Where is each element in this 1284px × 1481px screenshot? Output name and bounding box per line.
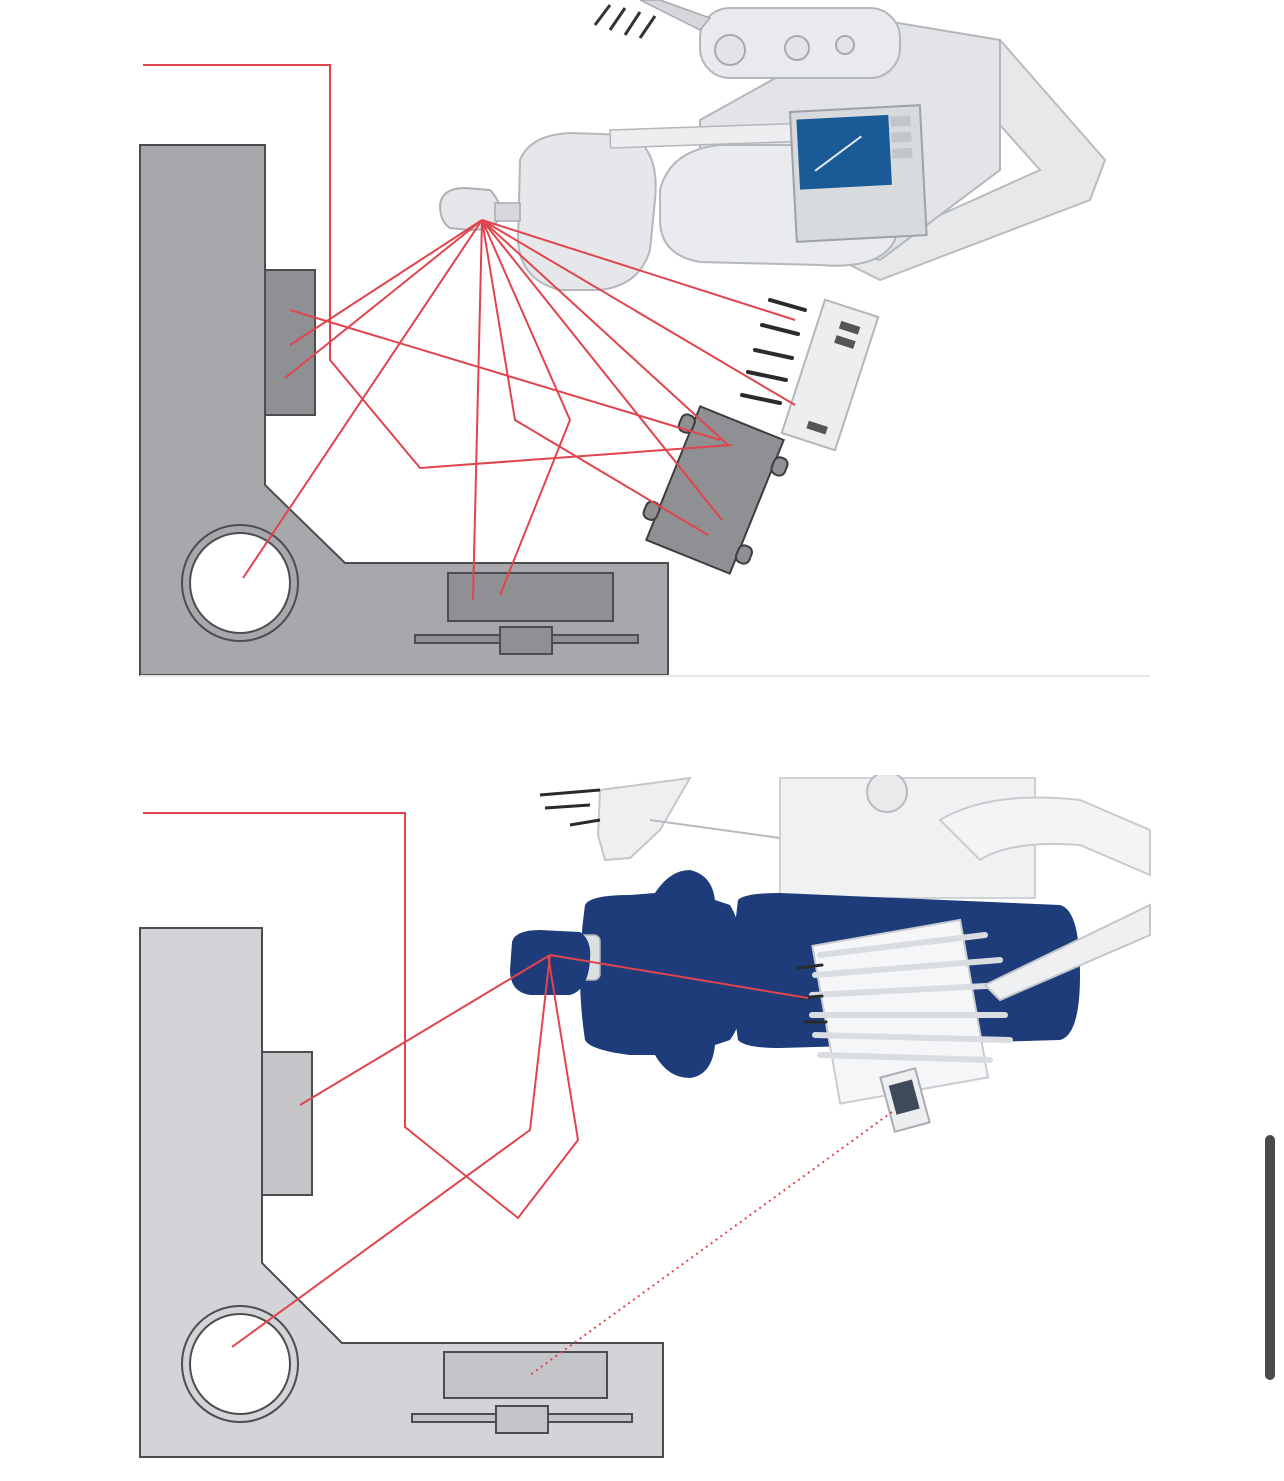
desk-block-light bbox=[443, 1351, 608, 1399]
desk-stem-light bbox=[495, 1405, 549, 1434]
dotted-sight-line bbox=[529, 1111, 893, 1376]
desk-stem bbox=[499, 626, 553, 655]
wall-unit-light bbox=[261, 1051, 313, 1196]
assistant-tray bbox=[642, 405, 789, 575]
dental-chair-grey bbox=[438, 0, 1107, 452]
sink-inner bbox=[189, 532, 291, 634]
instrument-tray-grey bbox=[780, 298, 880, 452]
bottom-diagram-svg bbox=[139, 775, 1151, 1458]
sink-outer-light bbox=[181, 1305, 299, 1423]
handpieces-grey bbox=[740, 298, 807, 405]
dental-chair-blue bbox=[510, 870, 1151, 1133]
top-diagram-panel bbox=[0, 0, 1284, 690]
sink-inner-light bbox=[189, 1313, 291, 1415]
handpieces-white bbox=[809, 932, 1013, 1063]
sight-lines-top bbox=[143, 64, 796, 601]
scrollbar[interactable] bbox=[1265, 1135, 1275, 1380]
desk-block bbox=[447, 572, 614, 622]
dental-unit-white bbox=[539, 775, 1151, 899]
top-diagram-svg bbox=[139, 0, 1150, 677]
monitor-screen bbox=[788, 104, 928, 243]
sink-outer bbox=[181, 524, 299, 642]
sight-lines-bottom bbox=[143, 812, 809, 1348]
small-display bbox=[879, 1067, 931, 1133]
bottom-diagram-panel bbox=[0, 775, 1284, 1481]
wall-unit bbox=[264, 269, 316, 416]
